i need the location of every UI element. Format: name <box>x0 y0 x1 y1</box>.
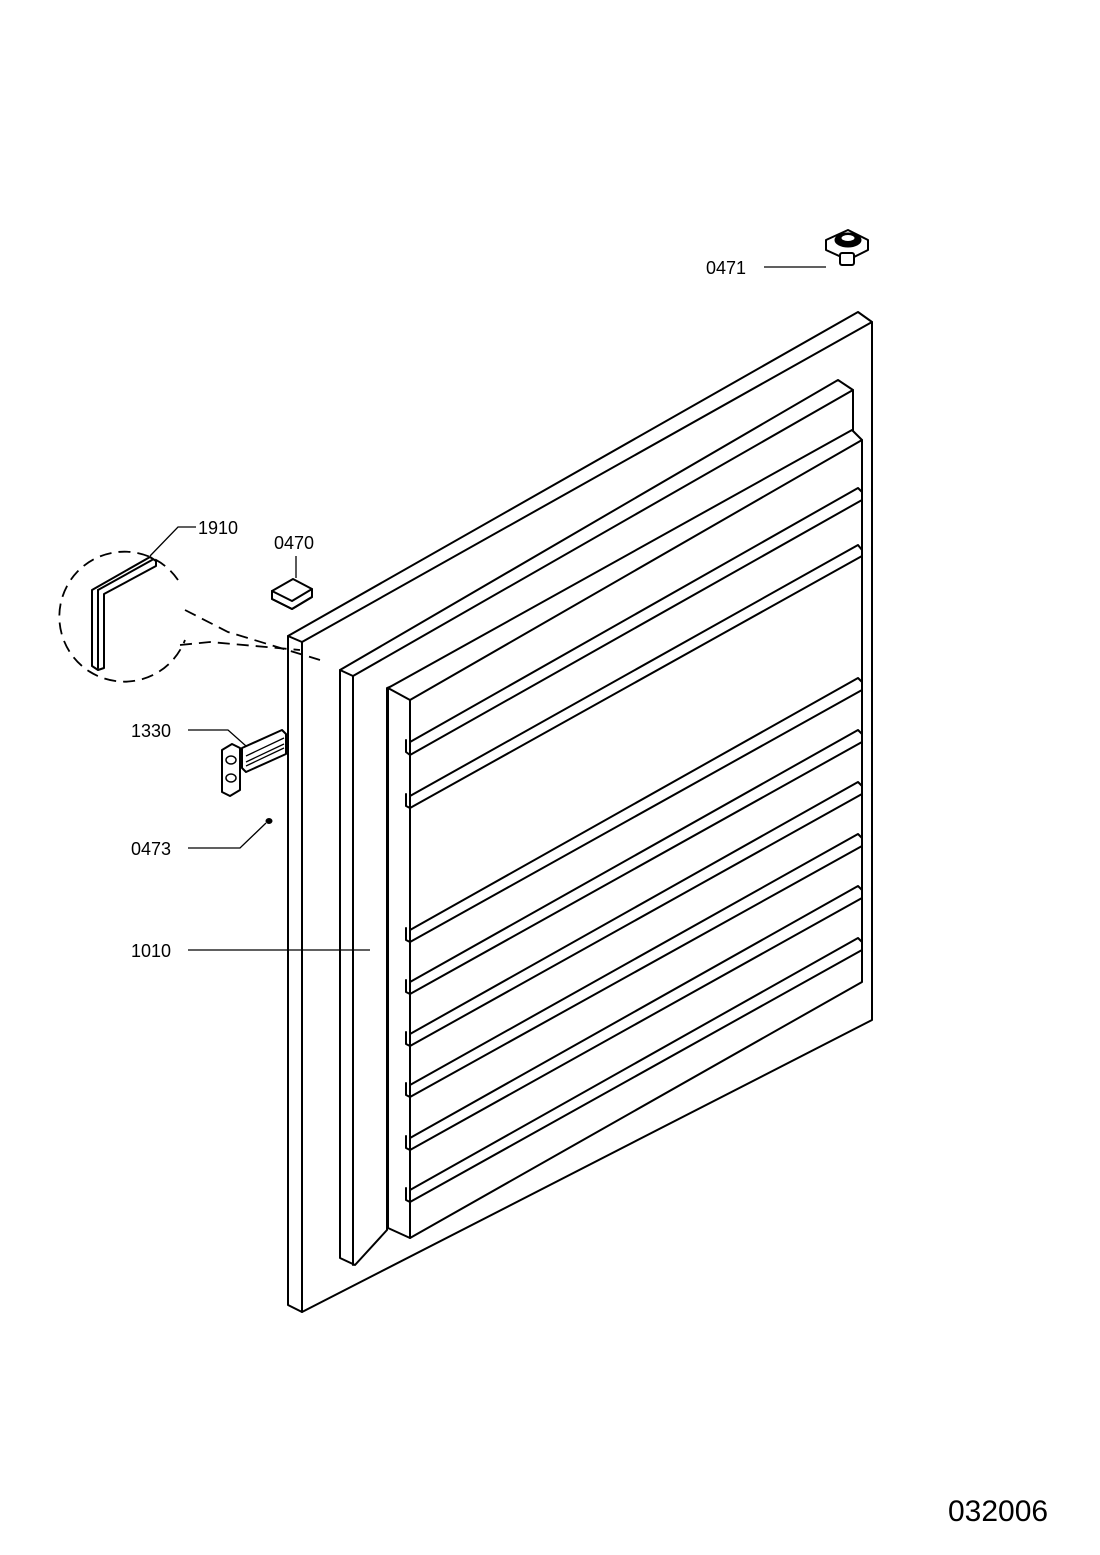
hinge-knob-part-0471 <box>764 229 869 268</box>
callout-0470: 0470 <box>274 533 314 553</box>
hinge-bracket-part-1330 <box>188 729 287 797</box>
callout-1910: 1910 <box>198 518 238 538</box>
liner-ribs <box>405 487 863 1203</box>
callout-0473: 0473 <box>131 839 171 859</box>
callout-1010: 1010 <box>131 941 171 961</box>
callout-1330: 1330 <box>131 721 171 741</box>
door-panel <box>287 311 873 1313</box>
gasket-detail-part-1910 <box>58 526 321 683</box>
document-number: 032006 <box>948 1495 1048 1528</box>
pad-part-0470 <box>271 556 313 610</box>
screw-part-0473 <box>188 818 273 849</box>
callout-0471: 0471 <box>706 258 746 278</box>
